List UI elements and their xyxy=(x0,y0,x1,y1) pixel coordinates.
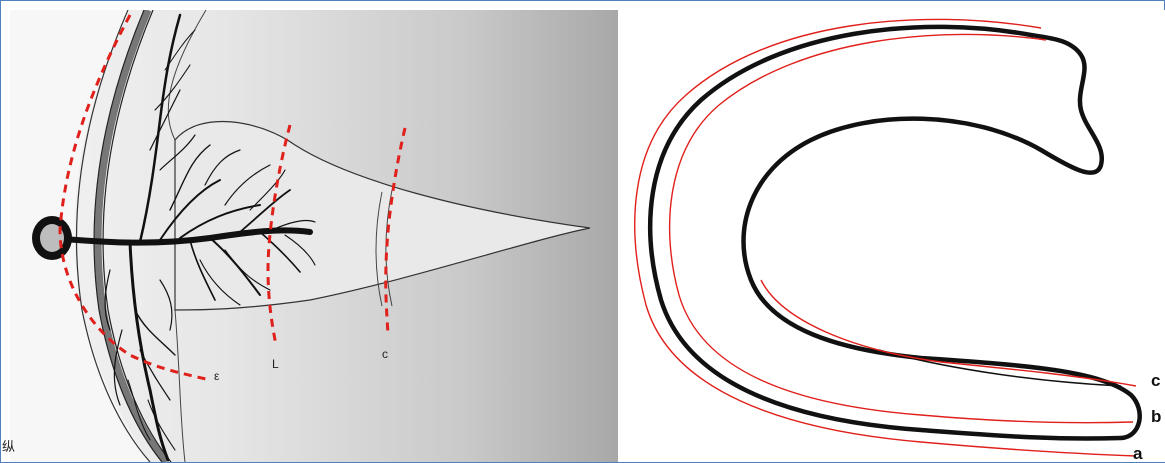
label-l: L xyxy=(272,357,279,371)
label-e: ε xyxy=(214,369,220,383)
label-a-right: a xyxy=(1133,444,1143,462)
left-diagram-panel: ε L c xyxy=(10,10,618,462)
right-diagram-svg: c b a xyxy=(621,10,1165,462)
corner-mark: 纵 xyxy=(2,436,15,455)
right-diagram-panel: c b a xyxy=(621,10,1165,462)
label-c: c xyxy=(382,347,388,361)
left-diagram-svg: ε L c xyxy=(10,10,618,462)
label-c-right: c xyxy=(1151,371,1160,390)
label-b-right: b xyxy=(1151,407,1161,426)
